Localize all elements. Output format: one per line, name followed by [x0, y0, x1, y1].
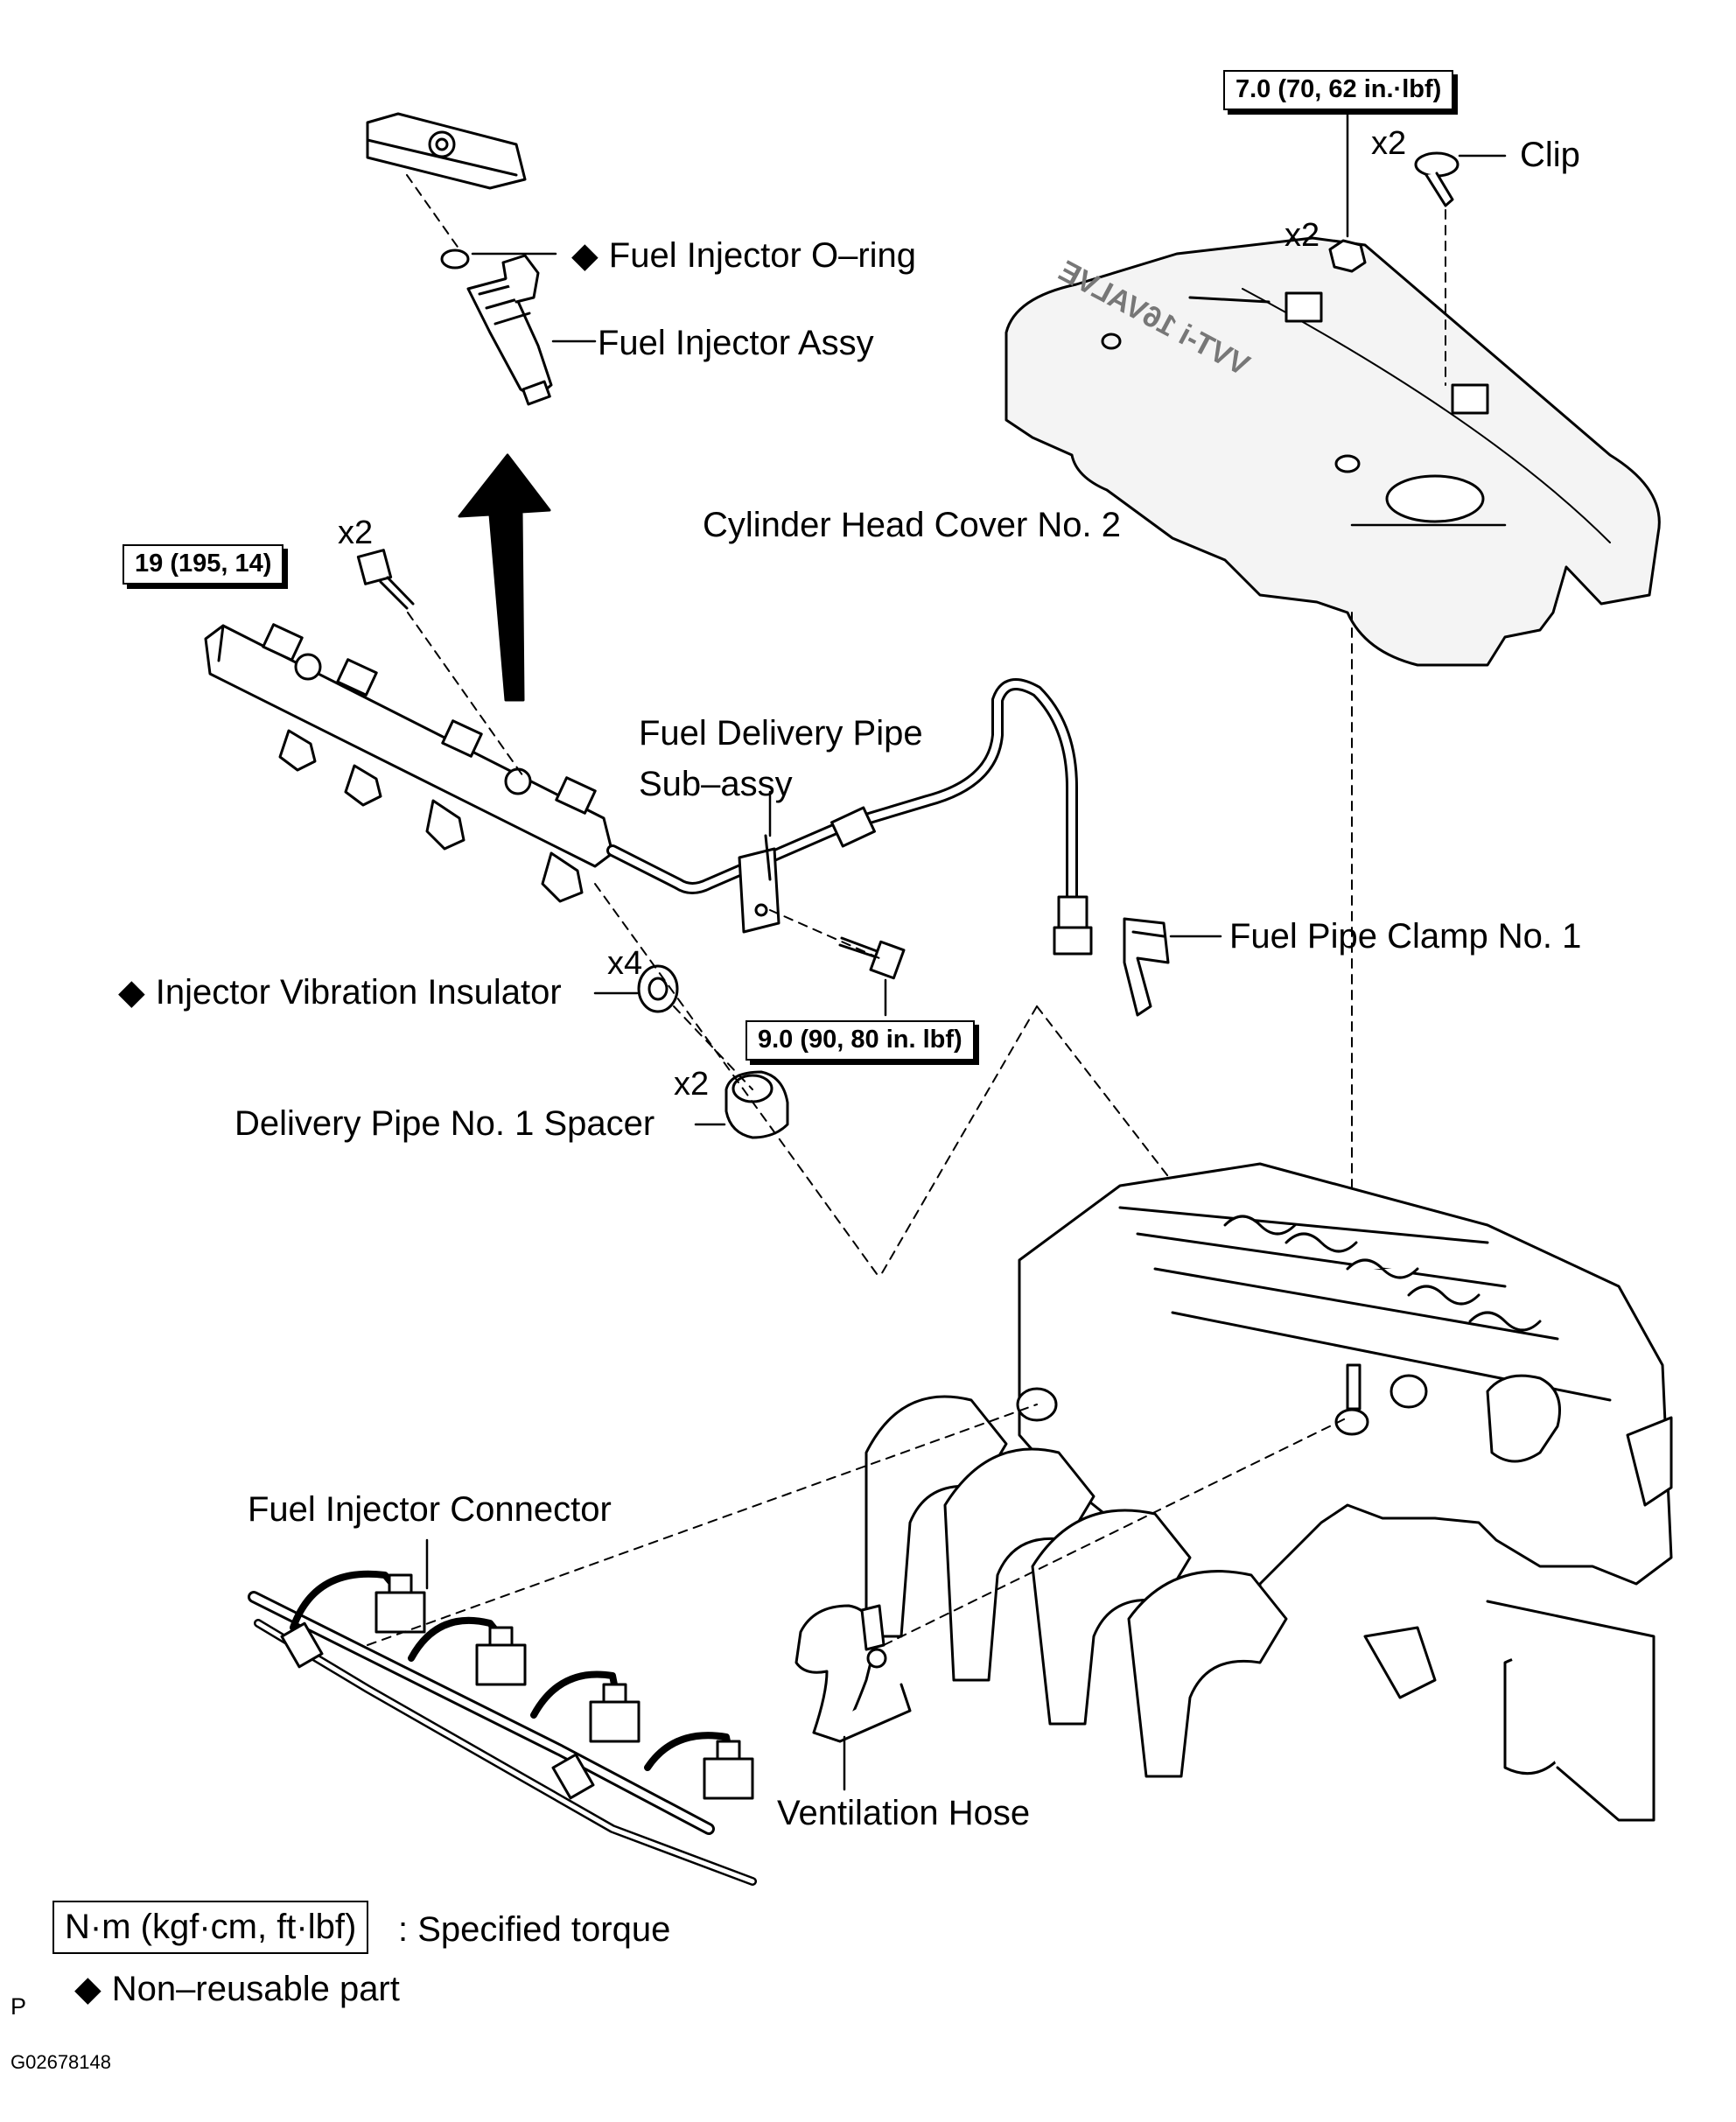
qty-insulator: x4 — [607, 945, 643, 982]
removal-direction-arrow — [458, 453, 551, 702]
fuel-injector-connector — [374, 1573, 754, 1800]
torque-clamp-bolt: 9.0 (90, 80 in. lbf) — [746, 1020, 975, 1061]
torque-cover-nut: 7.0 (70, 62 in.·lbf) — [1223, 70, 1454, 110]
label-delivery-pipe-no1-spacer: Delivery Pipe No. 1 Spacer — [234, 1104, 655, 1143]
label-fuel-injector-o-ring: Fuel Injector O–ring — [571, 238, 916, 273]
label-fuel-delivery-pipe-line2: Sub–assy — [639, 765, 793, 803]
torque-delivery-pipe-bolt: 19 (195, 14) — [122, 544, 284, 585]
cover-clip — [1414, 151, 1460, 207]
legend-non-reusable-text: Non–reusable part — [111, 1970, 400, 2008]
qty-cover-nut: x2 — [1284, 217, 1320, 254]
clamp-bolt — [838, 936, 906, 980]
footer-figure-code: G02678148 — [10, 2051, 111, 2073]
injector-vibration-insulator — [637, 964, 679, 1013]
label-fuel-injector-assy: Fuel Injector Assy — [598, 324, 874, 362]
qty-clip: x2 — [1371, 125, 1407, 162]
label-clip: Clip — [1520, 136, 1580, 174]
qty-delivery-pipe-bolt: x2 — [338, 515, 374, 551]
fuel-delivery-pipe — [204, 623, 614, 903]
label-fuel-injector-connector: Fuel Injector Connector — [248, 1490, 612, 1529]
footer-page-letter: P — [10, 1993, 27, 2020]
label-ventilation-hose: Ventilation Hose — [777, 1794, 1031, 1832]
legend-torque-units: N·m (kgf·cm, ft·lbf) — [52, 1901, 369, 1954]
qty-spacer: x2 — [674, 1066, 710, 1103]
label-cylinder-head-cover-no2: Cylinder Head Cover No. 2 — [703, 506, 1121, 544]
fuel-injector-o-ring — [440, 249, 470, 270]
legend-torque-meaning: : Specified torque — [398, 1910, 671, 1949]
delivery-pipe-bolt — [356, 549, 415, 610]
fuel-injector-assy — [466, 254, 553, 406]
label-fuel-pipe-clamp-no1: Fuel Pipe Clamp No. 1 — [1229, 917, 1582, 956]
label-fuel-injector-o-ring-text: Fuel Injector O–ring — [608, 236, 917, 275]
ventilation-hose — [794, 1604, 912, 1743]
label-injector-vibration-insulator-text: Injector Vibration Insulator — [155, 973, 562, 1012]
engine-assembly — [864, 1162, 1673, 1822]
delivery-pipe-fragment — [366, 112, 527, 190]
wire-harness — [248, 1570, 757, 1886]
label-injector-vibration-insulator: Injector Vibration Insulator — [118, 975, 562, 1010]
delivery-pipe-spacer — [724, 1070, 789, 1139]
label-fuel-delivery-pipe-line1: Fuel Delivery Pipe — [639, 714, 923, 753]
pipe-clamp-bracket — [738, 834, 780, 934]
cover-nut — [1328, 239, 1367, 273]
cylinder-head-cover-no2: VVT-i 16VALVE — [1004, 236, 1661, 667]
legend-non-reusable: Non–reusable part — [74, 1971, 400, 2006]
fuel-pipe-clamp-no1 — [1123, 917, 1170, 1017]
